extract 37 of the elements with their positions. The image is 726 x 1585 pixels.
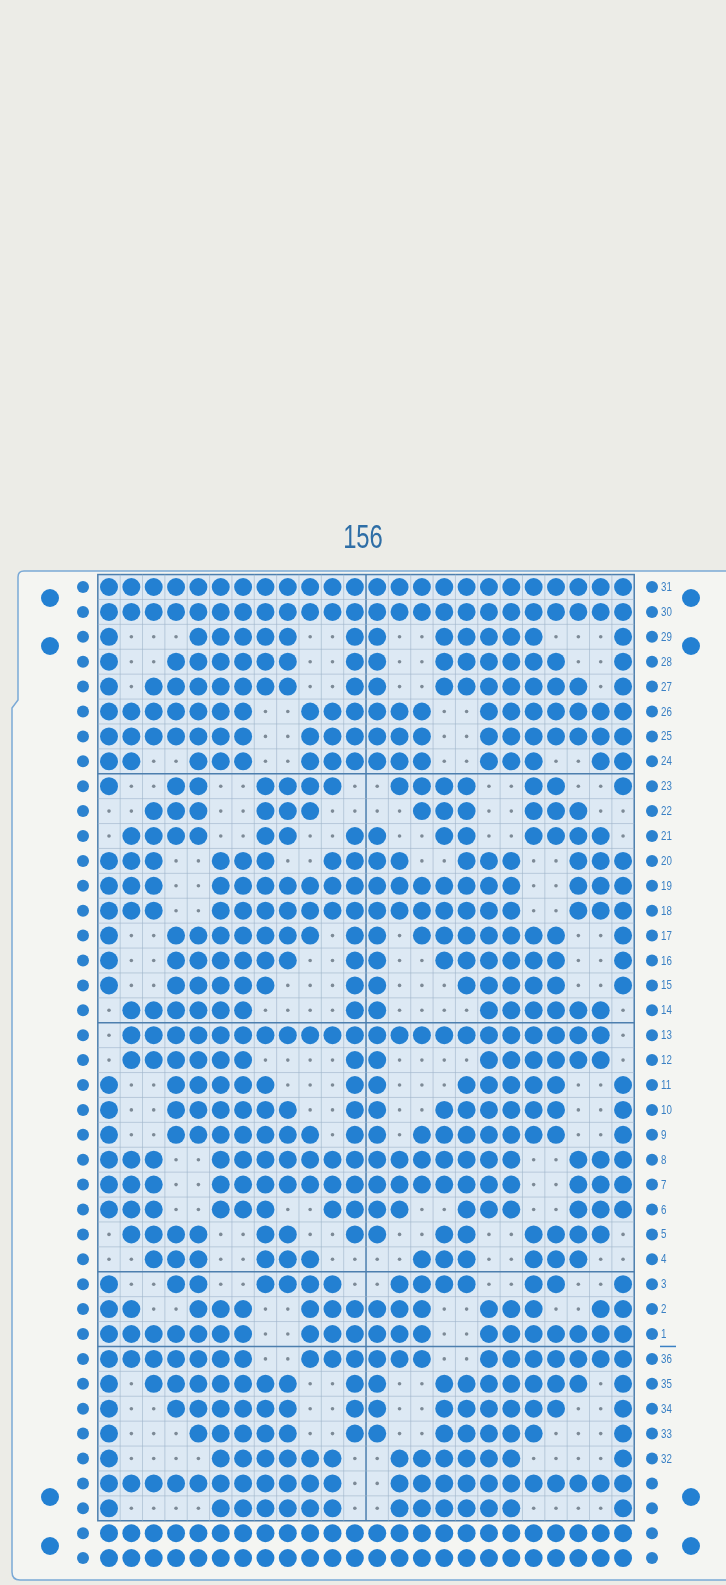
row-number: 15 <box>661 977 673 994</box>
row-number: 13 <box>661 1027 673 1044</box>
row-number: 29 <box>661 628 673 645</box>
row-number: 8 <box>661 1151 668 1168</box>
row-number: 27 <box>661 678 673 695</box>
row-number: 30 <box>661 603 673 620</box>
row-number: 9 <box>661 1126 668 1143</box>
row-number: 7 <box>661 1176 668 1193</box>
row-number: 23 <box>661 778 673 795</box>
row-number: 32 <box>661 1450 673 1467</box>
row-number: 5 <box>661 1226 668 1243</box>
row-number: 17 <box>661 927 673 944</box>
row-number: 24 <box>661 753 673 770</box>
row-number: 25 <box>661 728 673 745</box>
row-number: 6 <box>661 1201 668 1218</box>
row-number: 2 <box>661 1301 668 1318</box>
row-number: 1 <box>661 1326 668 1342</box>
row-number: 36 <box>661 1350 673 1367</box>
row-number: 33 <box>661 1425 673 1442</box>
row-number: 19 <box>661 877 673 894</box>
row-number: 35 <box>661 1375 673 1392</box>
row-number: 14 <box>661 1002 673 1019</box>
row-number: 4 <box>661 1251 668 1268</box>
row-number: 16 <box>661 952 673 969</box>
row-number: 3 <box>661 1276 668 1293</box>
row-number: 34 <box>661 1400 673 1417</box>
card-number: 156 <box>342 516 384 556</box>
row-number: 10 <box>661 1101 673 1118</box>
row-number: 22 <box>661 803 673 820</box>
row-number: 31 <box>661 579 673 595</box>
row-number: 12 <box>661 1052 673 1069</box>
row-number: 21 <box>661 828 673 844</box>
row-number: 18 <box>661 902 673 919</box>
row-number: 28 <box>661 653 673 670</box>
row-number: 11 <box>661 1077 673 1093</box>
row-number: 20 <box>661 852 673 869</box>
row-number: 26 <box>661 703 673 720</box>
